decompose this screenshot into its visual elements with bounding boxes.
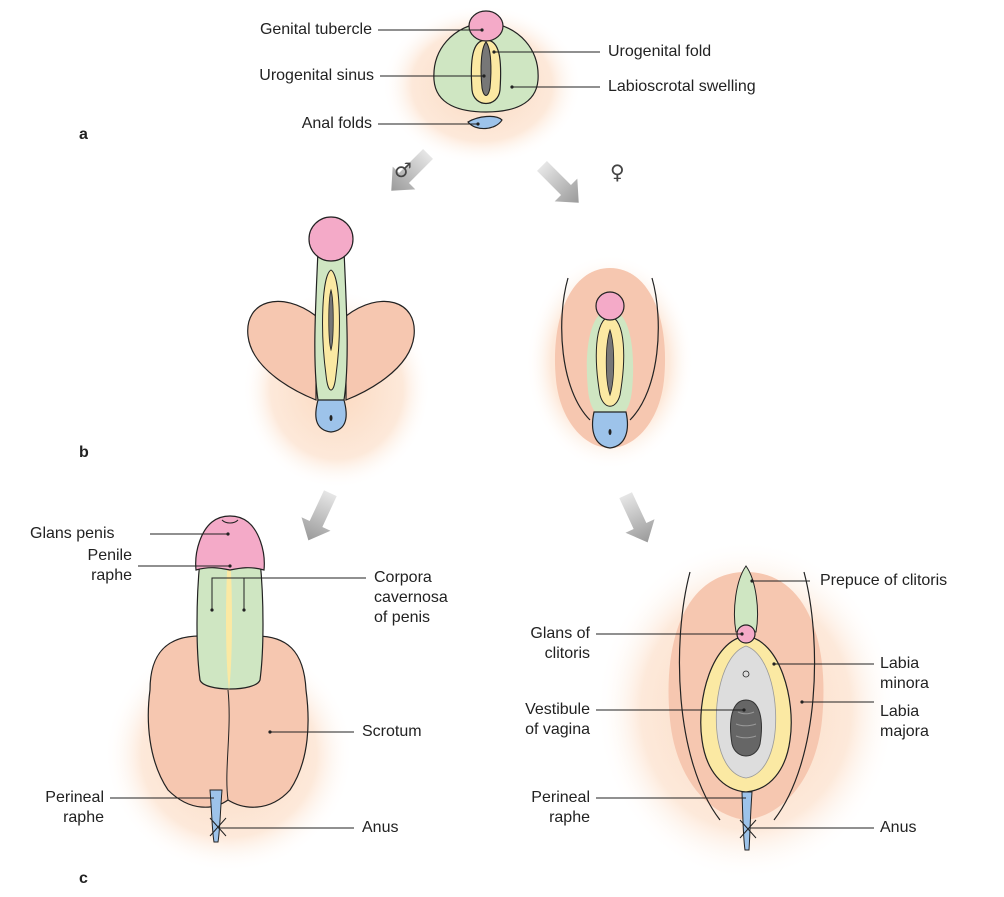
label-labioscrotal-swelling: Labioscrotal swelling bbox=[608, 77, 756, 97]
glans-penis-shape bbox=[196, 516, 265, 570]
arrow-a-to-b-female bbox=[531, 155, 590, 214]
label-urogenital-sinus: Urogenital sinus bbox=[200, 66, 374, 86]
label-corpora-cavernosa: Corpora cavernosa of penis bbox=[374, 568, 448, 628]
arrow-b-to-c-male bbox=[294, 486, 345, 547]
panel-label-c: c bbox=[79, 870, 88, 888]
label-vestibule-of-vagina: Vestibule of vagina bbox=[490, 700, 590, 740]
label-perineal-raphe-female: Perineal raphe bbox=[490, 788, 590, 828]
label-anal-folds: Anal folds bbox=[200, 114, 372, 134]
female-symbol-icon: ♀ bbox=[610, 160, 625, 184]
label-genital-tubercle: Genital tubercle bbox=[200, 20, 372, 40]
stage-c-male bbox=[104, 516, 366, 873]
male-symbol-icon: ♂ bbox=[394, 158, 412, 182]
label-perineal-raphe-male: Perineal raphe bbox=[0, 788, 104, 828]
urogenital-sinus-shape bbox=[481, 42, 491, 96]
stage-c-female bbox=[596, 540, 896, 880]
label-glans-of-clitoris: Glans of clitoris bbox=[490, 624, 590, 664]
label-prepuce-of-clitoris: Prepuce of clitoris bbox=[820, 571, 947, 591]
label-labia-minora: Labia minora bbox=[880, 654, 929, 694]
label-scrotum: Scrotum bbox=[362, 722, 422, 742]
glans-b-female bbox=[596, 292, 624, 320]
vaginal-orifice-shape bbox=[731, 700, 762, 756]
label-urogenital-fold: Urogenital fold bbox=[608, 42, 711, 62]
glans-b-male bbox=[309, 217, 353, 261]
label-anus-female: Anus bbox=[880, 818, 916, 838]
panel-label-b: b bbox=[79, 444, 89, 462]
stage-b-female bbox=[526, 254, 694, 470]
label-penile-raphe: Penile raphe bbox=[40, 546, 132, 586]
label-labia-majora: Labia majora bbox=[880, 702, 929, 742]
panel-label-a: a bbox=[79, 126, 88, 144]
genital-tubercle-shape bbox=[469, 11, 503, 41]
arrow-b-to-c-female bbox=[611, 488, 662, 549]
label-anus-male: Anus bbox=[362, 818, 398, 838]
label-glans-penis: Glans penis bbox=[30, 524, 115, 544]
stage-b-male bbox=[242, 217, 431, 489]
stage-a-indifferent bbox=[378, 5, 600, 165]
